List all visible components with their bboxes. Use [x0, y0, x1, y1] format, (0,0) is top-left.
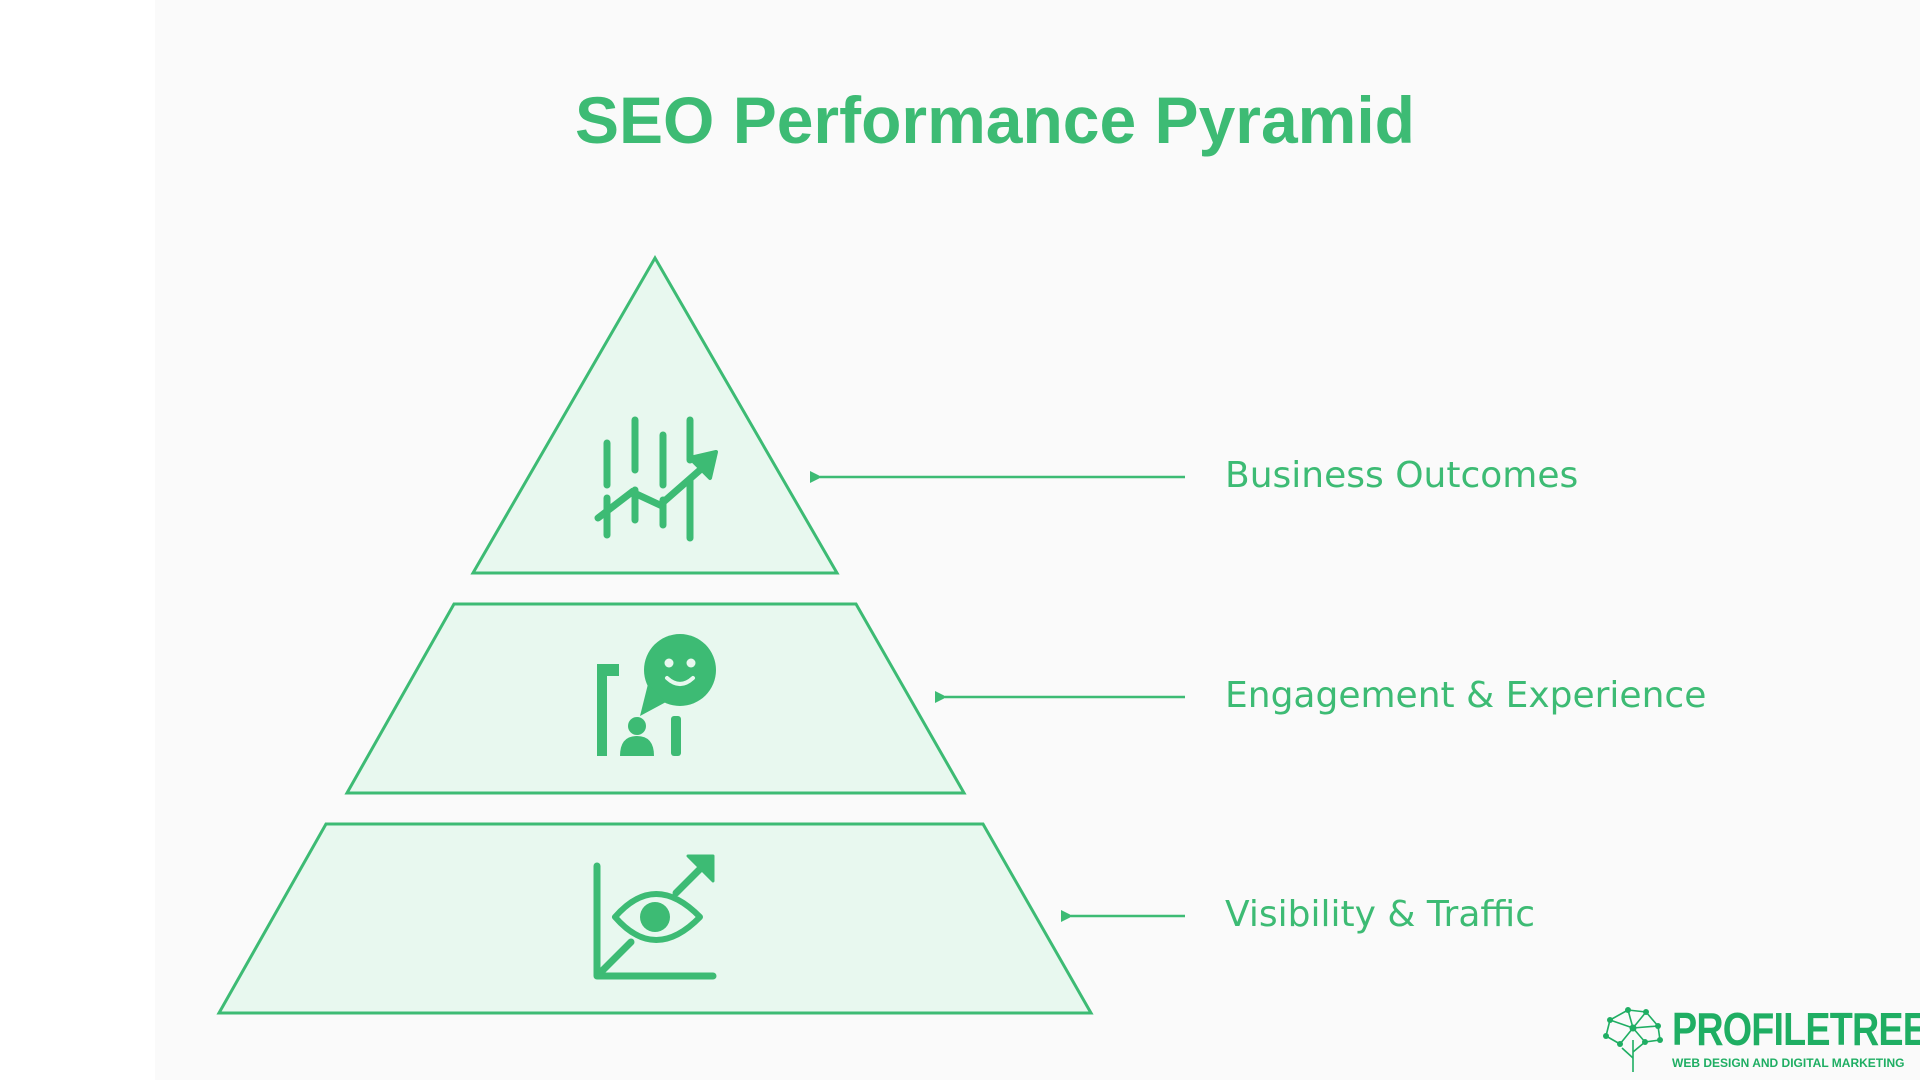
eye-chart-icon	[593, 854, 717, 980]
user-feedback-icon	[597, 634, 716, 756]
pyramid-tier-top	[470, 255, 840, 575]
tier-label-business-outcomes: Business Outcomes	[1225, 455, 1579, 496]
tier-label-engagement-experience: Engagement & Experience	[1225, 675, 1707, 716]
brand-name: PROFILETREE	[1672, 1003, 1920, 1055]
diagram-title: SEO Performance Pyramid	[574, 83, 1416, 157]
tier-label-visibility-traffic: Visibility & Traffic	[1225, 894, 1535, 935]
brand-logo: PROFILETREE WEB DESIGN AND DIGITAL MARKE…	[1598, 1000, 1920, 1075]
growth-chart-icon	[594, 416, 718, 542]
brand-tagline: WEB DESIGN AND DIGITAL MARKETING	[1672, 1056, 1905, 1070]
tree-network-logo	[1603, 1007, 1663, 1072]
